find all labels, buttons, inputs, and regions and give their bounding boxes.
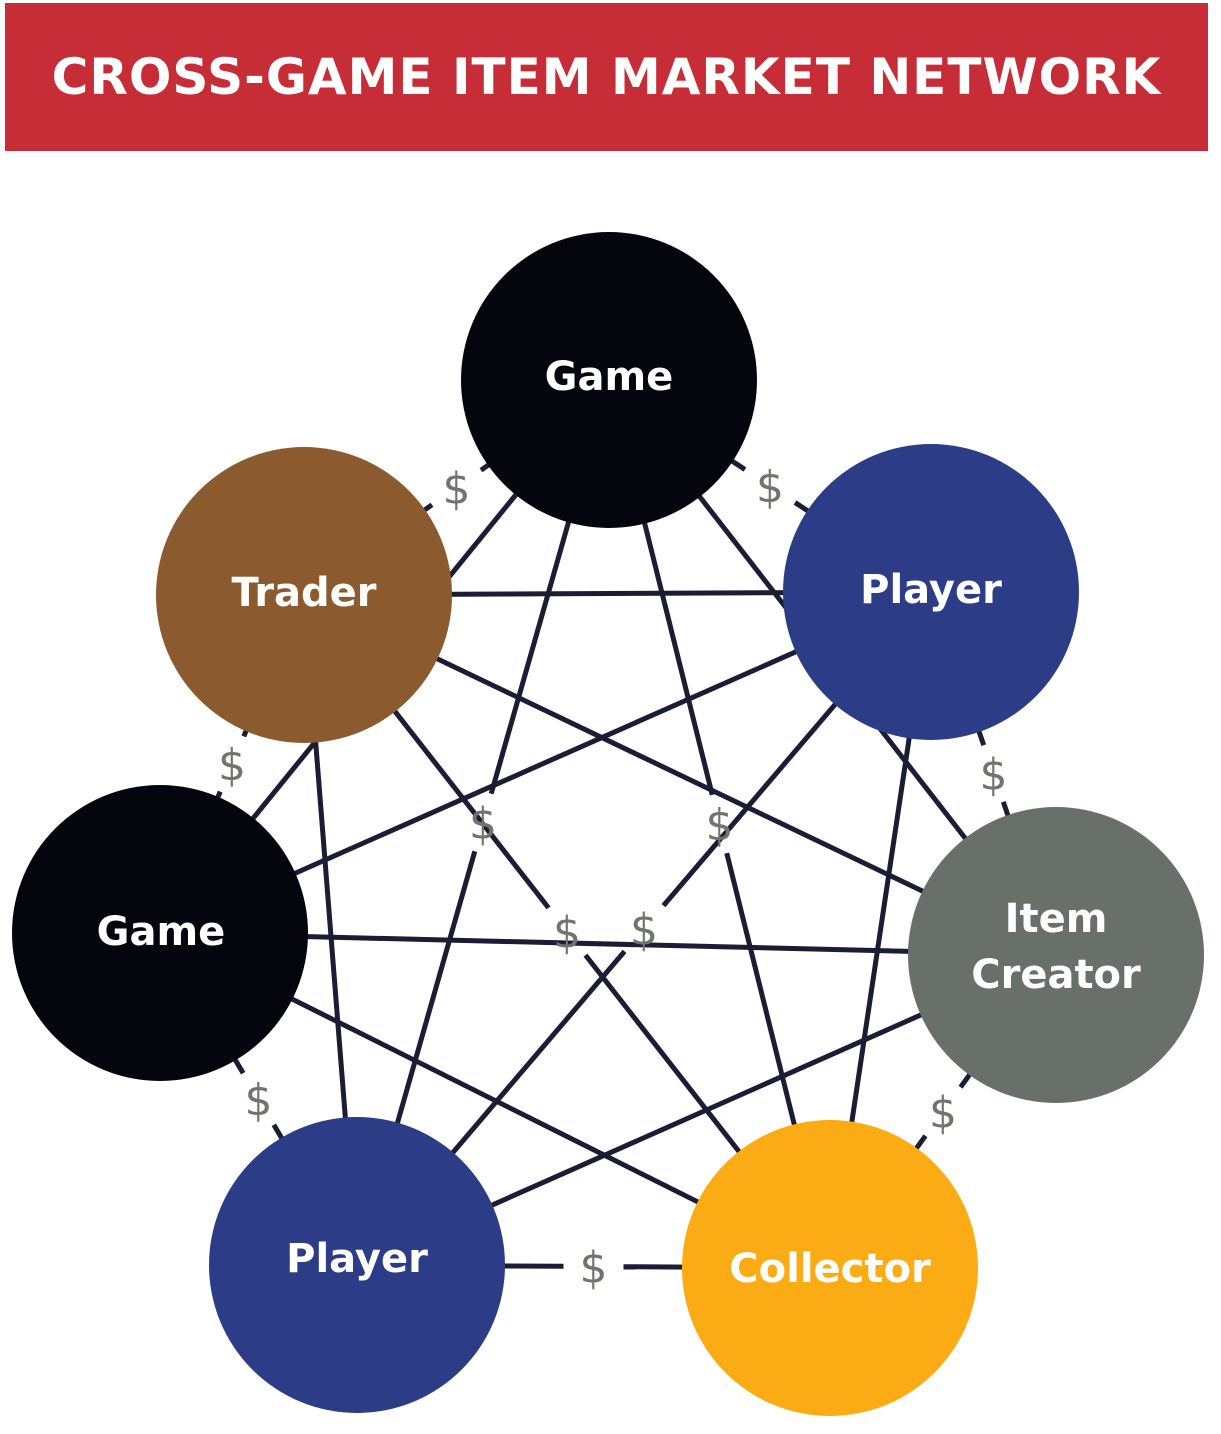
node-label: Player [286, 1236, 428, 1282]
payment-dollar-marker: $ [580, 1243, 608, 1294]
node-trader: Trader [156, 447, 452, 743]
node-label: Player [860, 567, 1002, 613]
edge-segment [159, 930, 1057, 958]
title-banner: CROSS-GAME ITEM MARKET NETWORK [5, 3, 1208, 151]
payment-dollar-marker: $ [553, 908, 581, 959]
node-player-bottom: Player [209, 1117, 505, 1413]
node-circle [209, 1117, 505, 1413]
payment-dollar-marker: $ [929, 1088, 957, 1139]
edge-game-left-to-item-creator [159, 930, 1057, 958]
node-player-right: Player [783, 444, 1079, 740]
node-label: Creator [971, 952, 1141, 998]
payment-dollar-marker: $ [469, 799, 497, 850]
node-circle [682, 1120, 978, 1416]
payment-dollar-marker: $ [245, 1075, 273, 1126]
payment-dollar-marker: $ [218, 740, 246, 791]
node-circle [156, 447, 452, 743]
node-circle [908, 807, 1204, 1103]
node-game-top: Game [461, 232, 757, 528]
nodes-layer: GamePlayerItemCreatorCollectorPlayerGame… [12, 232, 1204, 1416]
payment-dollar-marker: $ [980, 750, 1008, 801]
node-label: Game [97, 909, 226, 955]
payment-dollar-marker: $ [706, 800, 734, 851]
node-label: Trader [231, 570, 376, 616]
payment-markers-layer: $ $ $ $ $ $ $ $ $ $ $ [218, 462, 1008, 1294]
node-label: Collector [729, 1246, 931, 1292]
payment-dollar-marker: $ [756, 462, 784, 513]
node-collector: Collector [682, 1120, 978, 1416]
page-title: CROSS-GAME ITEM MARKET NETWORK [51, 48, 1162, 106]
node-circle [783, 444, 1079, 740]
payment-dollar-marker: $ [630, 905, 658, 956]
payment-dollar-marker: $ [443, 464, 471, 515]
node-game-left: Game [12, 785, 308, 1081]
node-circle [12, 785, 308, 1081]
node-label: Item [1005, 896, 1108, 942]
node-label: Game [545, 354, 674, 400]
node-circle [461, 232, 757, 528]
